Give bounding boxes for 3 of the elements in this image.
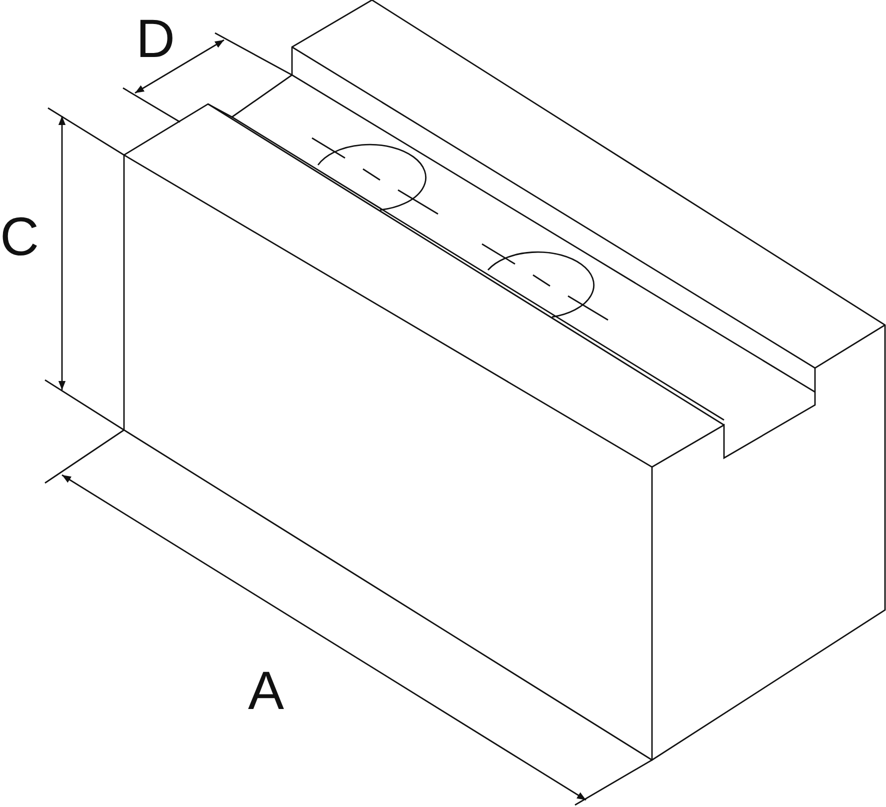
- dimension-label: D: [136, 12, 175, 66]
- dimension-label: C: [0, 210, 39, 264]
- dimension-label: A: [248, 664, 284, 718]
